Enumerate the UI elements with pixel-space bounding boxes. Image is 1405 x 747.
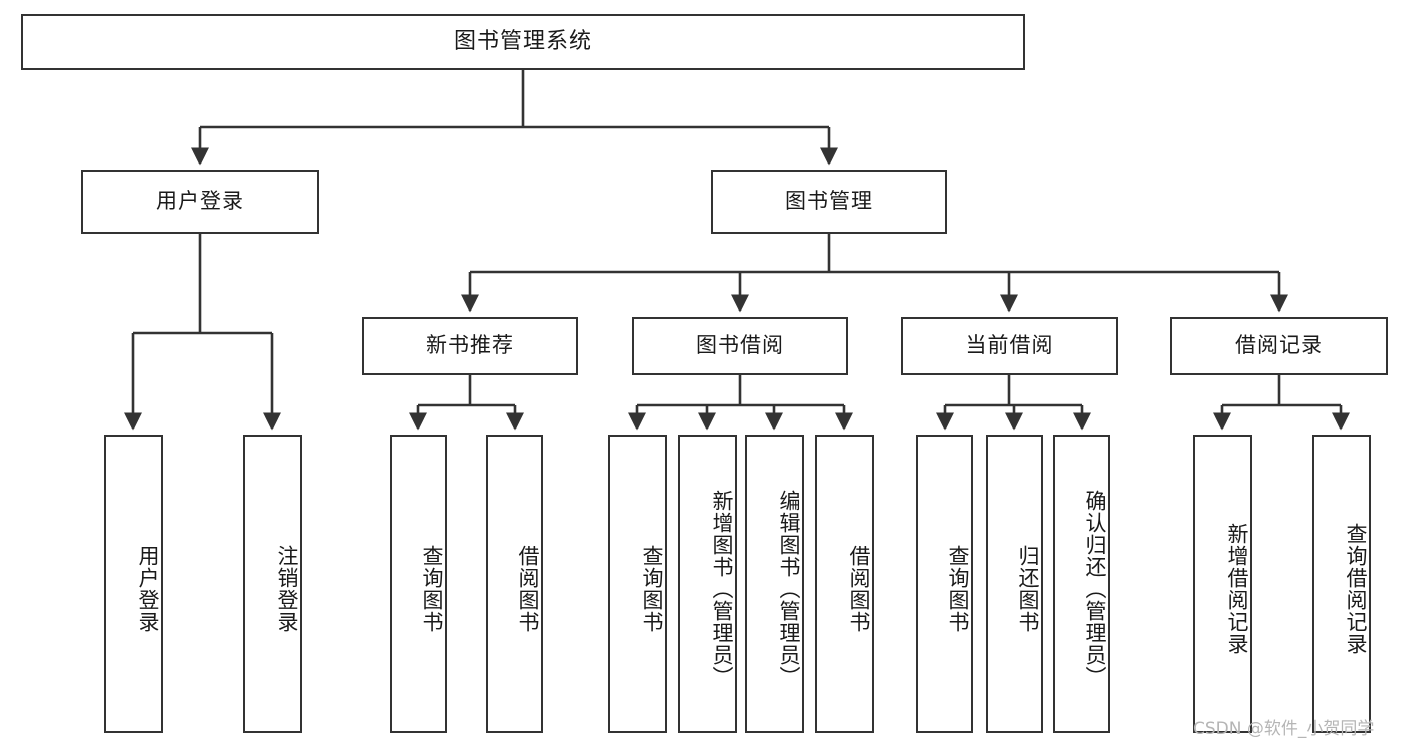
node-leaf-borrow-book-label: 借阅图书 [847,545,871,633]
node-leaf-query-book-recommend[interactable]: 查询图书 [390,435,447,733]
node-leaf-add-book[interactable]: 新增图书（管理员） [678,435,737,733]
node-borrow-record[interactable]: 借阅记录 [1170,317,1388,375]
node-leaf-add-book-label: 新增图书（管理员） [710,490,734,688]
node-book-manage[interactable]: 图书管理 [711,170,947,234]
node-leaf-user-login[interactable]: 用户登录 [104,435,163,733]
node-borrow-record-label: 借阅记录 [1235,333,1323,358]
watermark: CSDN @软件_小贺同学 [1193,719,1375,739]
node-leaf-borrow-book[interactable]: 借阅图书 [815,435,874,733]
node-book-borrow-label: 图书借阅 [696,333,784,358]
node-book-manage-label: 图书管理 [785,189,873,214]
node-leaf-add-borrow-record-label: 新增借阅记录 [1225,523,1249,655]
node-leaf-query-book-recommend-label: 查询图书 [420,545,444,633]
node-user-login-label: 用户登录 [156,189,244,214]
node-leaf-edit-book[interactable]: 编辑图书（管理员） [745,435,804,733]
node-leaf-borrow-book-recommend-label: 借阅图书 [516,545,540,633]
node-user-login[interactable]: 用户登录 [81,170,319,234]
node-leaf-confirm-return-label: 确认归还（管理员） [1083,490,1107,688]
node-new-book-recommend-label: 新书推荐 [426,333,514,358]
node-current-borrow-label: 当前借阅 [965,333,1054,358]
node-leaf-user-login-label: 用户登录 [136,545,160,633]
node-leaf-add-borrow-record[interactable]: 新增借阅记录 [1193,435,1252,733]
node-leaf-query-borrow-record[interactable]: 查询借阅记录 [1312,435,1371,733]
node-leaf-edit-book-label: 编辑图书（管理员） [777,490,801,688]
node-root[interactable]: 图书管理系统 [21,14,1025,70]
node-leaf-query-book-borrow[interactable]: 查询图书 [608,435,667,733]
node-leaf-query-borrow-record-label: 查询借阅记录 [1344,523,1368,655]
node-leaf-logout-label: 注销登录 [275,545,299,633]
node-book-borrow[interactable]: 图书借阅 [632,317,848,375]
node-leaf-return-book-label: 归还图书 [1016,545,1040,633]
node-leaf-query-book-current[interactable]: 查询图书 [916,435,973,733]
node-leaf-confirm-return[interactable]: 确认归还（管理员） [1053,435,1110,733]
node-leaf-logout[interactable]: 注销登录 [243,435,302,733]
node-leaf-query-book-current-label: 查询图书 [946,545,970,633]
node-root-label: 图书管理系统 [453,28,592,54]
node-leaf-query-book-borrow-label: 查询图书 [640,545,664,633]
node-leaf-return-book[interactable]: 归还图书 [986,435,1043,733]
node-leaf-borrow-book-recommend[interactable]: 借阅图书 [486,435,543,733]
node-current-borrow[interactable]: 当前借阅 [901,317,1118,375]
node-new-book-recommend[interactable]: 新书推荐 [362,317,578,375]
